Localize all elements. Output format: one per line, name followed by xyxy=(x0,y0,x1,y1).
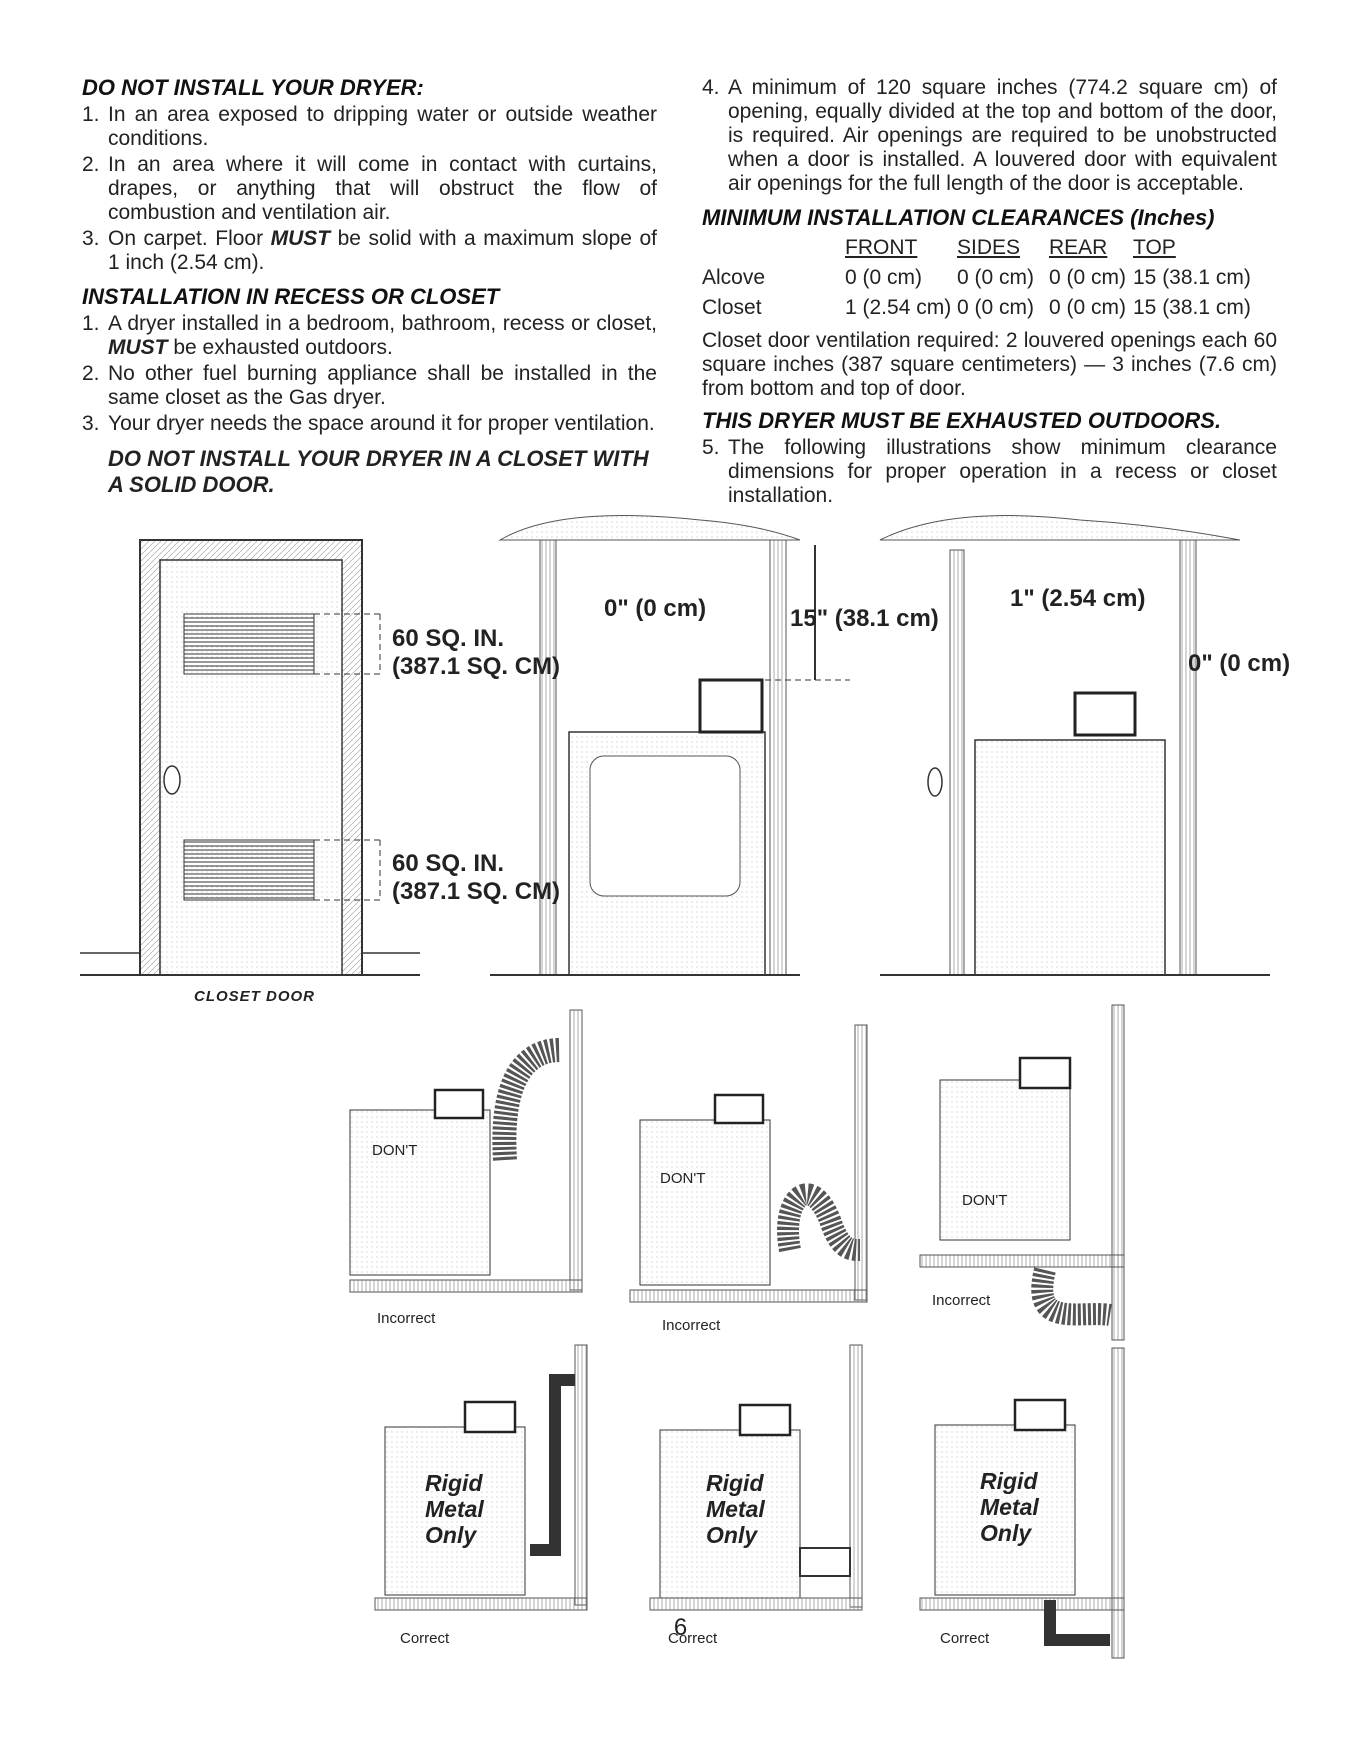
correct-venting-row xyxy=(374,1344,1125,1659)
alcove-illustration xyxy=(490,515,850,976)
list-item: 4.A minimum of 120 square inches (774.2 … xyxy=(702,76,1277,195)
opening-list: 4.A minimum of 120 square inches (774.2 … xyxy=(702,76,1277,196)
top-clearance-label: 15" (38.1 cm) xyxy=(790,605,939,632)
front-clearance-label: 1" (2.54 cm) xyxy=(1010,585,1146,612)
closet-door-caption: CLOSET DOOR xyxy=(194,988,316,1005)
solid-door-warning: DO NOT INSTALL YOUR DRYER IN A CLOSET WI… xyxy=(108,446,649,497)
door-top-vent-label: 60 SQ. IN.(387.1 SQ. CM) xyxy=(392,625,561,680)
closet-door-illustration xyxy=(80,539,420,976)
right-column: 4.A minimum of 120 square inches (774.2 … xyxy=(702,76,1277,518)
list-item: 1.In an area exposed to dripping water o… xyxy=(82,103,657,150)
list-item: 2.In an area where it will come in conta… xyxy=(82,153,657,224)
table-row: Alcove 0 (0 cm) 0 (0 cm) 0 (0 cm) 15 (38… xyxy=(702,266,1251,289)
table-row: Closet 1 (2.54 cm) 0 (0 cm) 0 (0 cm) 15 … xyxy=(702,296,1251,319)
side-clearance-label: 0" (0 cm) xyxy=(604,595,707,622)
page-number: 6 xyxy=(673,1614,688,1641)
heading-recess-closet: INSTALLATION IN RECESS OR CLOSET xyxy=(82,284,500,309)
dont-label: DON'T xyxy=(372,1142,418,1159)
illustration-list: 5.The following illustrations show minim… xyxy=(702,436,1277,508)
clearance-table: FRONT SIDES REAR TOP Alcove 0 (0 cm) 0 (… xyxy=(702,233,1251,323)
correct-label: Correct xyxy=(940,1630,990,1647)
list-item: 3.Your dryer needs the space around it f… xyxy=(82,412,655,435)
list-item: 1.A dryer installed in a bedroom, bathro… xyxy=(82,312,657,359)
incorrect-label: Incorrect xyxy=(377,1310,436,1327)
list-item: 5.The following illustrations show minim… xyxy=(702,436,1277,507)
closet-ventilation-note: Closet door ventilation required: 2 louv… xyxy=(702,329,1277,400)
heading-do-not-install: DO NOT INSTALL YOUR DRYER: xyxy=(82,75,424,100)
heading-clearances: MINIMUM INSTALLATION CLEARANCES (Inches) xyxy=(702,205,1215,230)
recess-closet-list: 1.A dryer installed in a bedroom, bathro… xyxy=(82,312,657,436)
heading-exhaust-outdoors: THIS DRYER MUST BE EXHAUSTED OUTDOORS. xyxy=(702,408,1222,433)
closet-illustration xyxy=(879,515,1270,976)
dont-label: DON'T xyxy=(660,1170,706,1187)
incorrect-label: Incorrect xyxy=(662,1317,721,1334)
incorrect-venting-row xyxy=(349,1004,1125,1341)
dont-label: DON'T xyxy=(962,1192,1008,1209)
list-item: 2.No other fuel burning appliance shall … xyxy=(82,362,657,409)
list-item: 3.On carpet. Floor MUST be solid with a … xyxy=(82,227,658,274)
table-header-row: FRONT SIDES REAR TOP xyxy=(845,236,1176,259)
do-not-install-list: 1.In an area exposed to dripping water o… xyxy=(82,103,657,275)
rear-clearance-label: 0" (0 cm) xyxy=(1188,650,1291,677)
correct-label: Correct xyxy=(400,1630,450,1647)
correct-label: Correct xyxy=(668,1630,718,1647)
left-column: DO NOT INSTALL YOUR DRYER: 1.In an area … xyxy=(82,76,657,498)
incorrect-label: Incorrect xyxy=(932,1292,991,1309)
door-bottom-vent-label: 60 SQ. IN.(387.1 SQ. CM) xyxy=(392,850,561,905)
